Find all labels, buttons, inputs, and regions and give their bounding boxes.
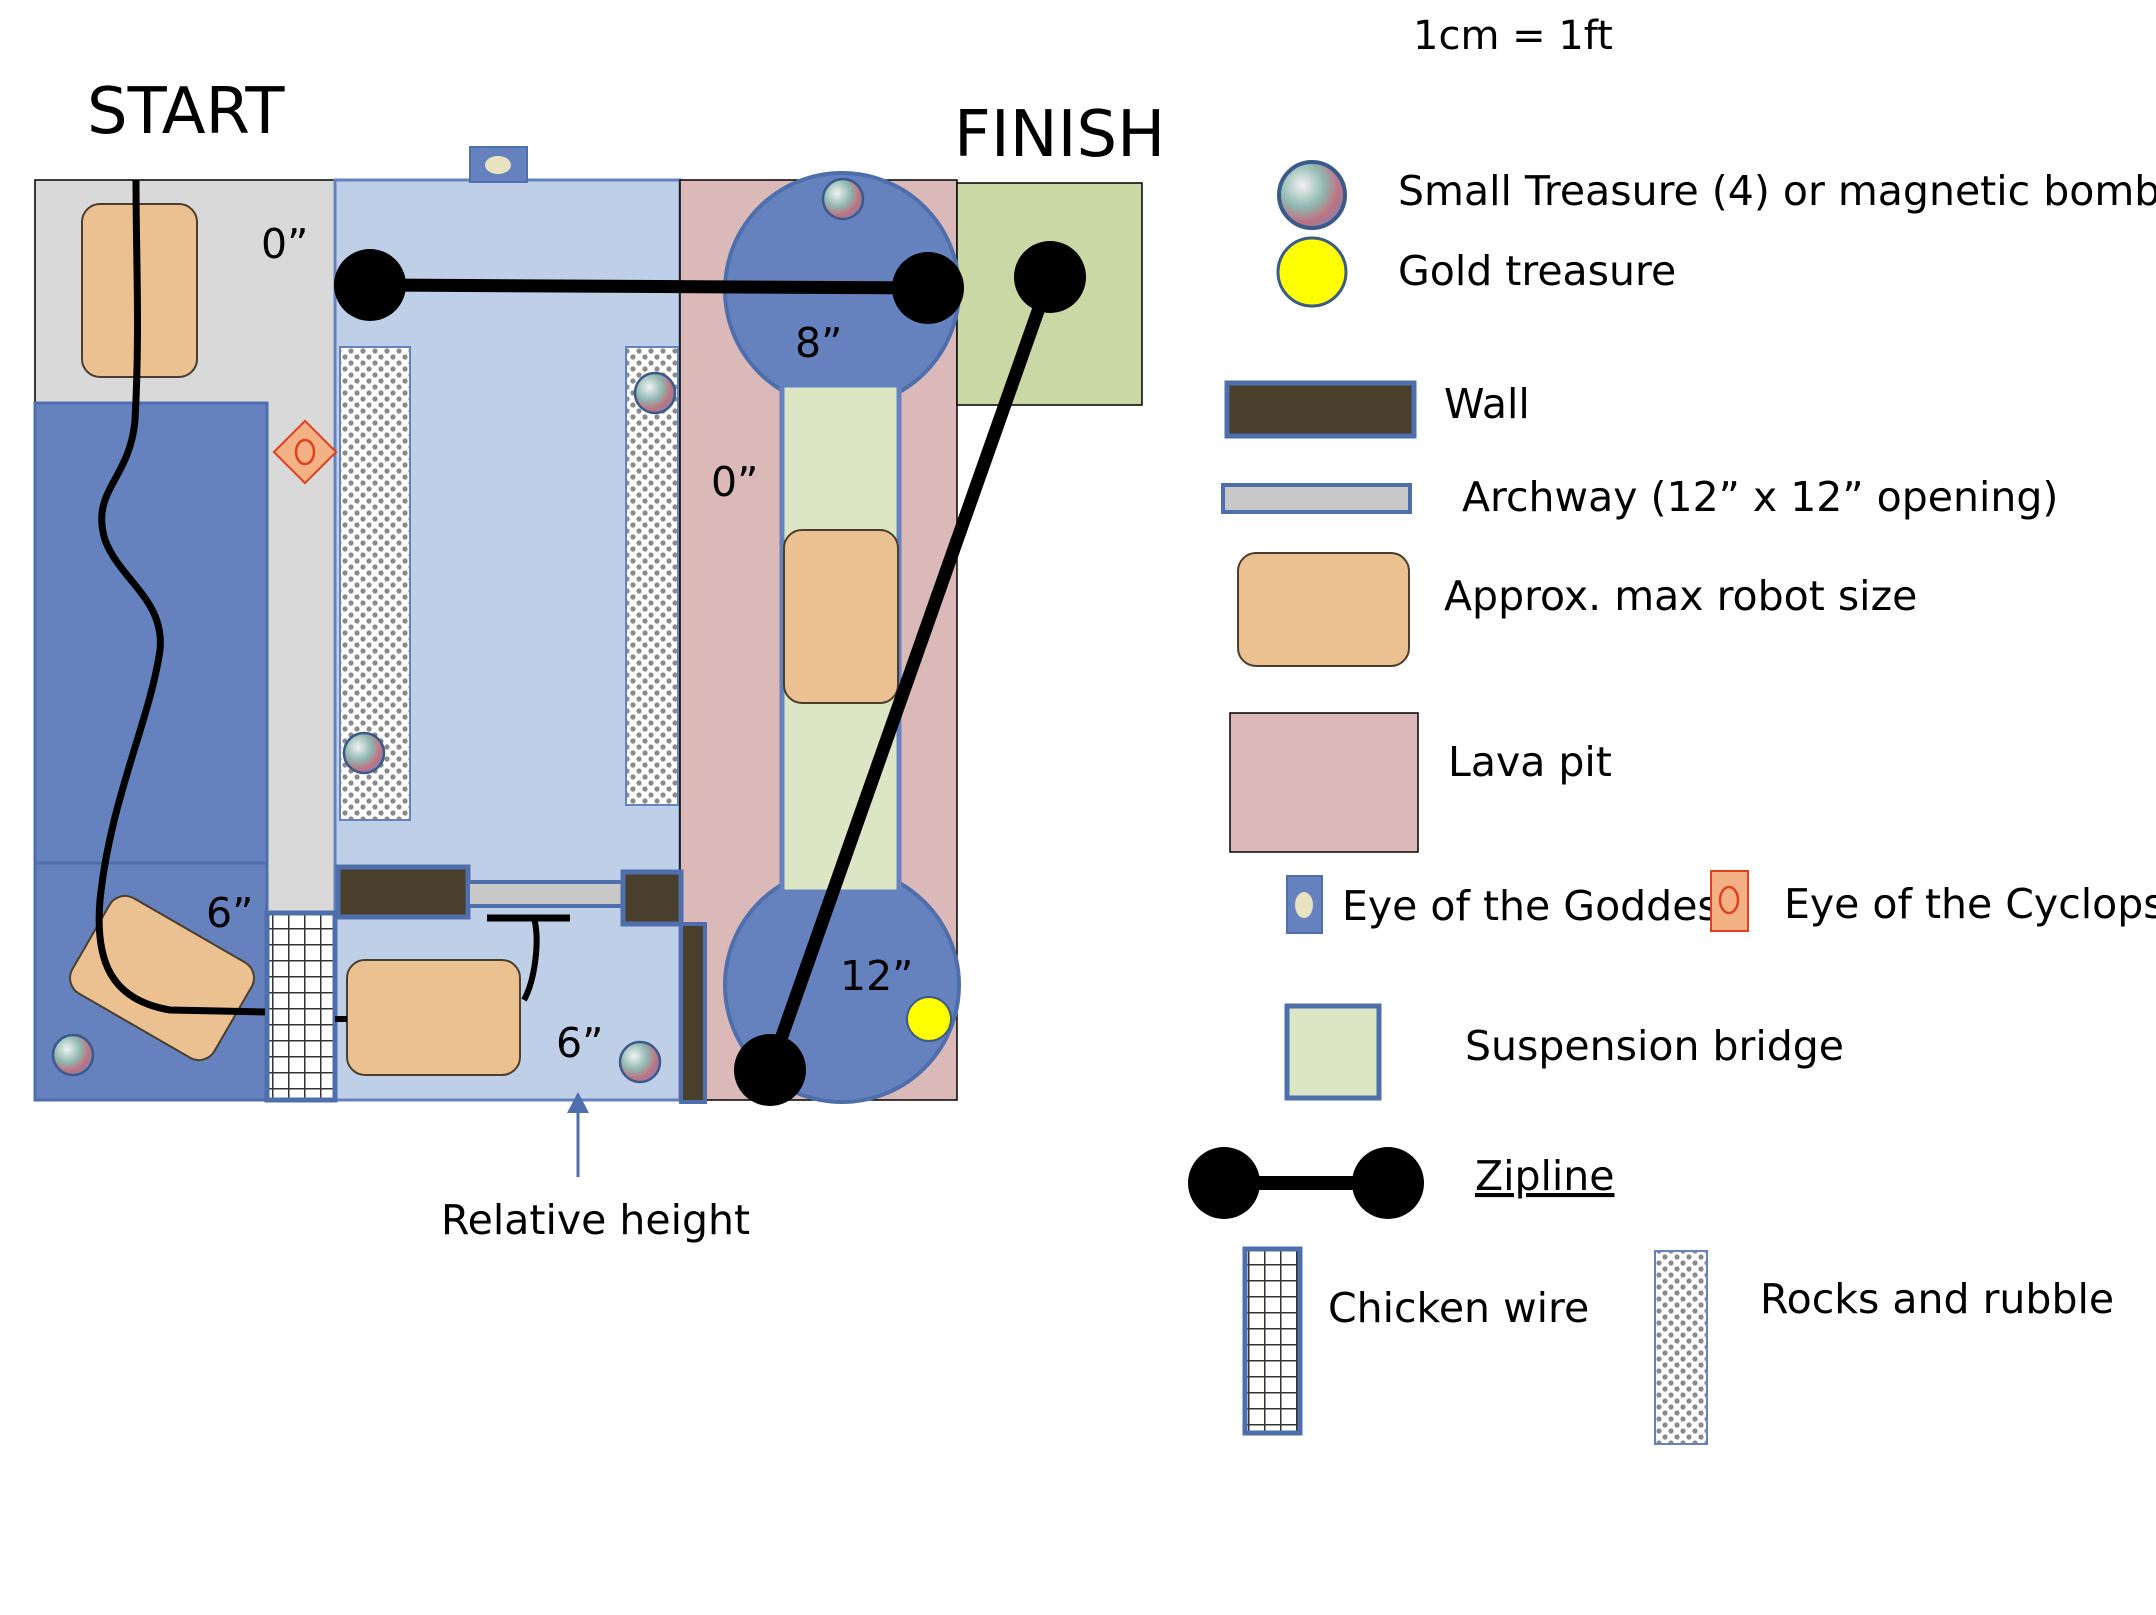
height-start-area: 0” <box>261 220 308 268</box>
legend-eye-goddess-label: Eye of the Goddess <box>1342 882 1740 930</box>
legend-rocks-rubble-label: Rocks and rubble <box>1760 1275 2114 1323</box>
chicken-wire <box>264 910 338 1103</box>
legend-robot-size-label: Approx. max robot size <box>1444 572 1917 620</box>
relative-height-arrowhead <box>567 1092 589 1113</box>
legend-gold-treasure-icon <box>1276 236 1348 308</box>
eye-of-the-cyclops-marker <box>272 419 338 485</box>
legend-gold-treasure-label: Gold treasure <box>1398 247 1676 295</box>
zipline-finish-end <box>734 1034 806 1106</box>
robot-tilted <box>69 894 255 1062</box>
archway <box>466 880 625 908</box>
legend-lava-pit-icon <box>1229 712 1419 853</box>
legend-small-treasure-label: Small Treasure (4) or magnetic bomb (1) <box>1398 167 2156 215</box>
legend-zipline-label: Zipline <box>1475 1152 1615 1200</box>
legend-suspension-bridge-label: Suspension bridge <box>1465 1022 1844 1070</box>
relative-height-label: Relative height <box>441 1196 750 1244</box>
zipline-finish-start <box>1014 241 1086 313</box>
height-center-lower: 6” <box>556 1019 603 1067</box>
height-lava-area: 0” <box>711 458 758 506</box>
eye-of-the-goddess-marker <box>469 146 528 183</box>
treasure <box>342 731 386 775</box>
legend-chicken-wire-label: Chicken wire <box>1328 1284 1589 1332</box>
treasure <box>618 1040 662 1084</box>
course-map: START FINISH 0” 0” 8” 12” 6” 6” Relative… <box>33 75 1165 1244</box>
wall-vertical <box>679 922 707 1104</box>
zipline-top <box>369 278 929 295</box>
height-top-platform: 8” <box>795 319 842 367</box>
left-blue-platform <box>33 401 269 865</box>
legend-eye-cyclops-label: Eye of the Cyclops <box>1784 880 2156 928</box>
treasure <box>633 371 677 415</box>
legend-suspension-bridge-icon <box>1284 1003 1382 1101</box>
height-bottom-platform: 12” <box>840 952 913 1000</box>
legend-archway-icon <box>1221 483 1412 514</box>
wall-left <box>335 864 471 920</box>
zipline-finish <box>763 274 1057 1073</box>
legend-zipline-icon-end <box>1352 1147 1424 1219</box>
robot-bridge <box>783 529 899 704</box>
start-label: START <box>87 75 285 149</box>
legend: Small Treasure (4) or magnetic bomb (1) … <box>1188 160 2156 1445</box>
robot-path <box>95 179 266 1016</box>
legend-rocks-rubble-icon <box>1654 1250 1708 1445</box>
gold-treasure <box>906 996 952 1042</box>
legend-eye-goddess-icon <box>1286 875 1323 934</box>
treasure <box>51 1033 95 1077</box>
legend-lava-pit-label: Lava pit <box>1448 738 1612 786</box>
legend-wall-label: Wall <box>1444 380 1530 428</box>
height-left-lower: 6” <box>206 889 253 937</box>
legend-wall-icon <box>1224 380 1417 439</box>
rubble-right <box>625 346 679 806</box>
legend-zipline-icon <box>1188 1147 1260 1219</box>
finish-label: FINISH <box>954 98 1165 172</box>
scale-label: 1cm = 1ft <box>1413 13 1613 59</box>
legend-small-treasure-icon <box>1277 160 1347 230</box>
legend-chicken-wire-icon <box>1242 1246 1303 1436</box>
zipline-top-end <box>892 252 964 324</box>
robot-center <box>346 959 521 1076</box>
zipline-top-start <box>334 249 406 321</box>
legend-robot-size-icon <box>1237 552 1410 667</box>
black-cable <box>521 917 540 1002</box>
treasure <box>821 177 865 221</box>
legend-archway-label: Archway (12” x 12” opening) <box>1462 473 2058 521</box>
legend-eye-cyclops-icon <box>1710 870 1749 932</box>
wall-right <box>620 869 684 927</box>
